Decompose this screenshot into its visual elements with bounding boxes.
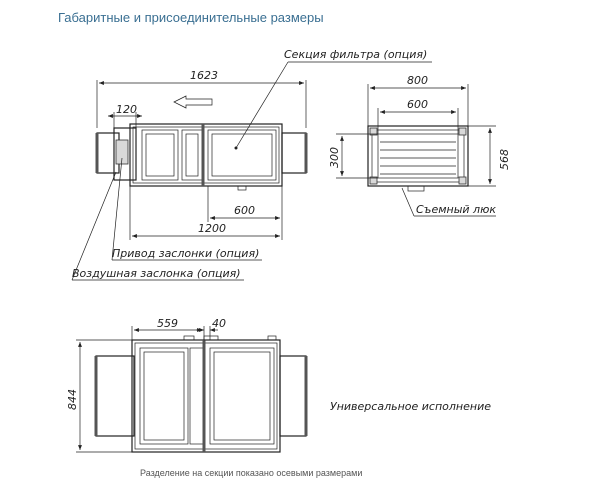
callout-damper-drive: Привод заслонки (опция) (112, 247, 259, 260)
main-housing (129, 123, 283, 187)
dim-559: 559 (157, 317, 178, 330)
callout-removable-hatch: Съемный люк (416, 203, 496, 216)
airflow-arrow-icon (173, 95, 213, 109)
dim-1200: 1200 (198, 222, 226, 235)
uni-housing (131, 339, 281, 453)
footer-note: Разделение на секции показано осевыми ра… (140, 468, 363, 478)
universal-view: 559 40 844 Универсальное исполнение (66, 317, 491, 453)
uni-left-spigot (95, 355, 135, 437)
dim-120: 120 (116, 103, 137, 116)
end-view: 800 600 300 568 Съемный люк (328, 74, 511, 217)
dim-600-side: 600 (234, 204, 255, 217)
dim-1623: 1623 (190, 69, 218, 82)
right-spigot (281, 132, 307, 174)
side-view: 1623 120 600 1200 Секция фильтра (опция)… (71, 48, 432, 281)
hatch-handle (407, 185, 425, 192)
dim-40: 40 (212, 317, 226, 330)
uni-right-spigot (279, 355, 307, 437)
page-title: Габаритные и присоединительные размеры (58, 10, 324, 25)
dim-800: 800 (407, 74, 428, 87)
dim-600-end: 600 (407, 98, 428, 111)
dim-844: 844 (66, 389, 79, 410)
callout-filter-section: Секция фильтра (опция) (284, 48, 427, 61)
universal-caption: Универсальное исполнение (330, 400, 491, 413)
dim-568: 568 (498, 149, 511, 170)
damper-drive (115, 139, 129, 165)
end-housing (367, 125, 469, 187)
dim-300: 300 (328, 147, 341, 168)
callout-air-damper: Воздушная заслонка (опция) (72, 267, 241, 280)
